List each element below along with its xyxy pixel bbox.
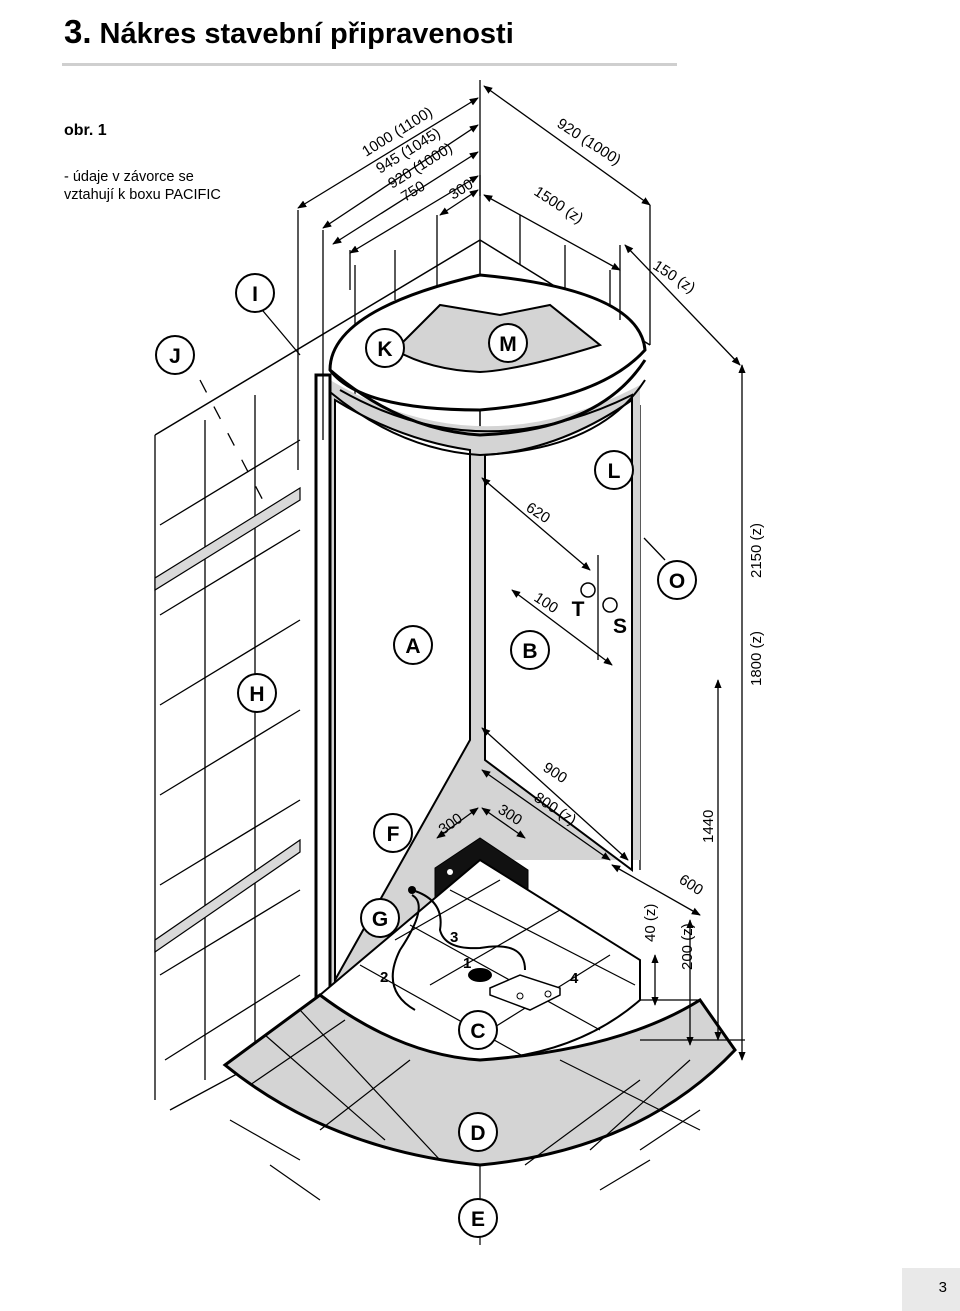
heading-rule bbox=[62, 63, 677, 66]
item-2: 2 bbox=[380, 969, 388, 986]
svg-text:G: G bbox=[372, 908, 388, 931]
callout-O: O bbox=[657, 560, 697, 600]
fittings bbox=[580, 582, 618, 613]
callout-B: B bbox=[510, 630, 550, 670]
callout-J: J bbox=[155, 335, 195, 375]
section-title: Nákres stavební připravenosti bbox=[99, 18, 514, 50]
callout-G: G bbox=[360, 898, 400, 938]
item-1: 1 bbox=[463, 955, 471, 972]
figure-note-line-1: - údaje v závorce se bbox=[64, 169, 194, 185]
dim-150: 150 (z) bbox=[650, 257, 698, 297]
callouts: J I K M L O A B H F G C D E T S 1 2 3 4 bbox=[155, 273, 697, 1238]
dim-600: 600 bbox=[676, 871, 706, 899]
svg-text:I: I bbox=[252, 283, 258, 306]
callout-A: A bbox=[393, 625, 433, 665]
dim-40: 40 (z) bbox=[642, 904, 659, 942]
figure-label: obr. 1 bbox=[64, 122, 107, 139]
svg-text:O: O bbox=[669, 570, 685, 593]
label-S: S bbox=[613, 615, 627, 638]
figure-note-line-2: vztahují k boxu PACIFIC bbox=[64, 187, 221, 203]
svg-text:C: C bbox=[470, 1020, 485, 1043]
dimension-lines bbox=[199, 80, 746, 1061]
item-4: 4 bbox=[570, 970, 579, 987]
dim-1440: 1440 bbox=[700, 810, 717, 843]
floor-tiles bbox=[222, 993, 737, 1245]
callout-D: D bbox=[458, 1112, 498, 1152]
dim-1800: 1800 (z) bbox=[748, 631, 765, 686]
dim-1500: 1500 (z) bbox=[531, 183, 586, 227]
svg-text:B: B bbox=[522, 640, 537, 663]
dim-200: 200 (z) bbox=[679, 923, 696, 970]
callout-E: E bbox=[458, 1198, 498, 1238]
floor-tray bbox=[318, 837, 641, 1063]
svg-text:M: M bbox=[499, 333, 517, 356]
svg-text:A: A bbox=[405, 635, 420, 658]
section-number: 3. bbox=[64, 13, 92, 50]
page-number: 3 bbox=[938, 1279, 947, 1296]
callout-F: F bbox=[373, 813, 413, 853]
label-T: T bbox=[572, 598, 585, 621]
svg-text:K: K bbox=[377, 338, 392, 361]
figure-note: - údaje v závorce se vztahují k boxu PAC… bbox=[64, 168, 264, 204]
callout-I: I bbox=[235, 273, 275, 313]
svg-text:J: J bbox=[169, 345, 181, 368]
page-number-box: 3 bbox=[902, 1268, 960, 1311]
svg-text:D: D bbox=[470, 1122, 485, 1145]
callout-M: M bbox=[488, 323, 528, 363]
section-heading: 3.Nákres stavební připravenosti bbox=[64, 14, 514, 52]
callout-H: H bbox=[237, 673, 277, 713]
callout-K: K bbox=[365, 328, 405, 368]
dim-2150: 2150 (z) bbox=[748, 523, 765, 578]
item-3: 3 bbox=[450, 929, 458, 946]
svg-text:F: F bbox=[387, 823, 400, 846]
callout-L: L bbox=[594, 450, 634, 490]
svg-text:E: E bbox=[471, 1208, 485, 1231]
grout-strips bbox=[154, 486, 301, 954]
svg-text:H: H bbox=[249, 683, 264, 706]
callout-C: C bbox=[458, 1010, 498, 1050]
svg-text:L: L bbox=[608, 460, 621, 483]
